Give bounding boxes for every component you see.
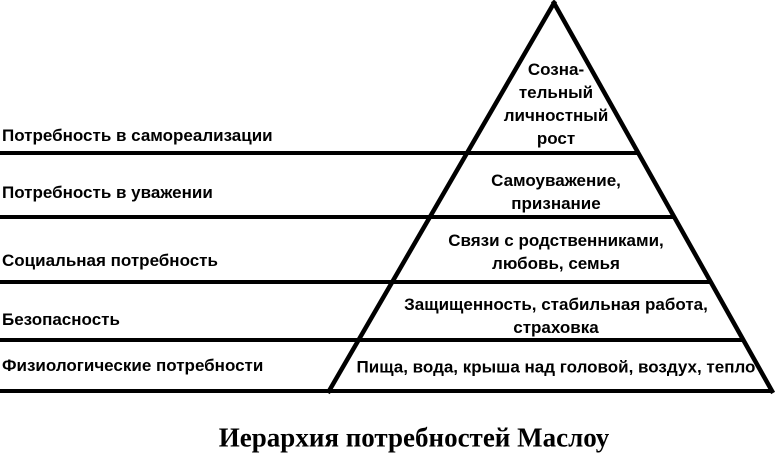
side-label-esteem: Потребность в уважении <box>2 183 213 202</box>
level-text-line: Созна- <box>527 60 585 79</box>
side-label-safety: Безопасность <box>2 310 120 329</box>
side-label-self-actualization: Потребность в самореализации <box>2 126 273 145</box>
level-text-line: Пища, вода, крыша над головой, воздух, т… <box>356 357 756 377</box>
level-text-line: рост <box>536 129 576 148</box>
pyramid-right-edge <box>550 0 776 395</box>
side-label-physiological: Физиологические потребности <box>2 356 264 375</box>
level-text-line: тельный <box>518 83 594 102</box>
level-text-line: страховка <box>513 318 599 337</box>
level-text-line: любовь, семья <box>492 254 620 273</box>
pyramid-left-edge <box>325 0 558 395</box>
level-text-esteem: Самоуважение, признание <box>491 169 621 215</box>
level-text-line: Связи с родственниками, <box>448 231 664 250</box>
level-text-self-actualization: Созна- тельный личностный рост <box>504 58 609 150</box>
level-text-physiological: Пища, вода, крыша над головой, воздух, т… <box>357 356 756 379</box>
level-text-line: Защищенность, стабильная работа, <box>404 295 708 314</box>
level-text-line: личностный <box>503 106 609 125</box>
level-text-line: Самоуважение, <box>491 171 621 190</box>
level-text-safety: Защищенность, стабильная работа, страхов… <box>404 293 708 339</box>
level-text-line: признание <box>511 194 601 213</box>
diagram-title: Иерархия потребностей Маслоу <box>218 422 610 453</box>
side-label-social: Социальная потребность <box>2 251 218 270</box>
level-text-social: Связи с родственниками, любовь, семья <box>448 229 664 275</box>
